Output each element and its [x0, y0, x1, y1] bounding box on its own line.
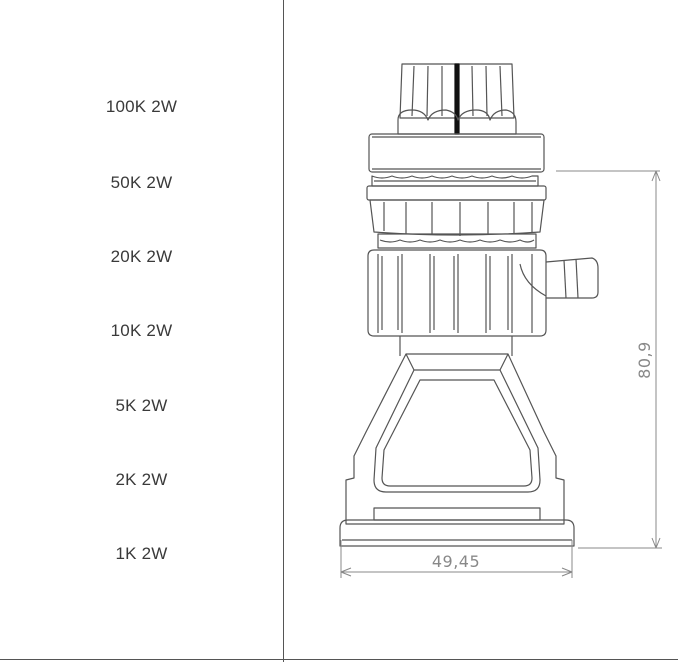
pot-body [367, 249, 599, 337]
width-dimension-label: 49,45 [432, 552, 480, 571]
width-dimension [340, 540, 573, 578]
shaft-knob [397, 63, 517, 135]
dimension-labels-svg: 49,45 80,9 [432, 341, 654, 571]
mounting-nut [368, 133, 660, 173]
housing-base [339, 507, 575, 547]
height-dimension-label: 80,9 [635, 341, 654, 379]
resistance-option-2k: 2K 2W [115, 470, 168, 489]
resistance-option-5k: 5K 2W [115, 396, 168, 415]
vertical-divider [283, 0, 284, 662]
resistance-option-20k: 20K 2W [110, 247, 173, 266]
ribbed-ring [369, 199, 545, 236]
resistance-option-100k: 100K 2W [105, 97, 178, 116]
height-dimension [578, 170, 662, 549]
resistance-list: 100K 2W 50K 2W 20K 2W 10K 2W 5K 2W 2K 2W… [0, 0, 283, 660]
bottom-divider [0, 659, 678, 660]
potentiometer-outline-svg [339, 63, 662, 578]
body-neck [399, 336, 513, 356]
resistance-option-50k: 50K 2W [110, 173, 173, 192]
resistance-option-1k: 1K 2W [115, 544, 168, 563]
potentiometer-drawing: 49,45 80,9 [284, 0, 678, 659]
thread-lower [377, 233, 537, 249]
resistance-option-10k: 10K 2W [110, 321, 173, 340]
tapered-housing [345, 353, 565, 525]
